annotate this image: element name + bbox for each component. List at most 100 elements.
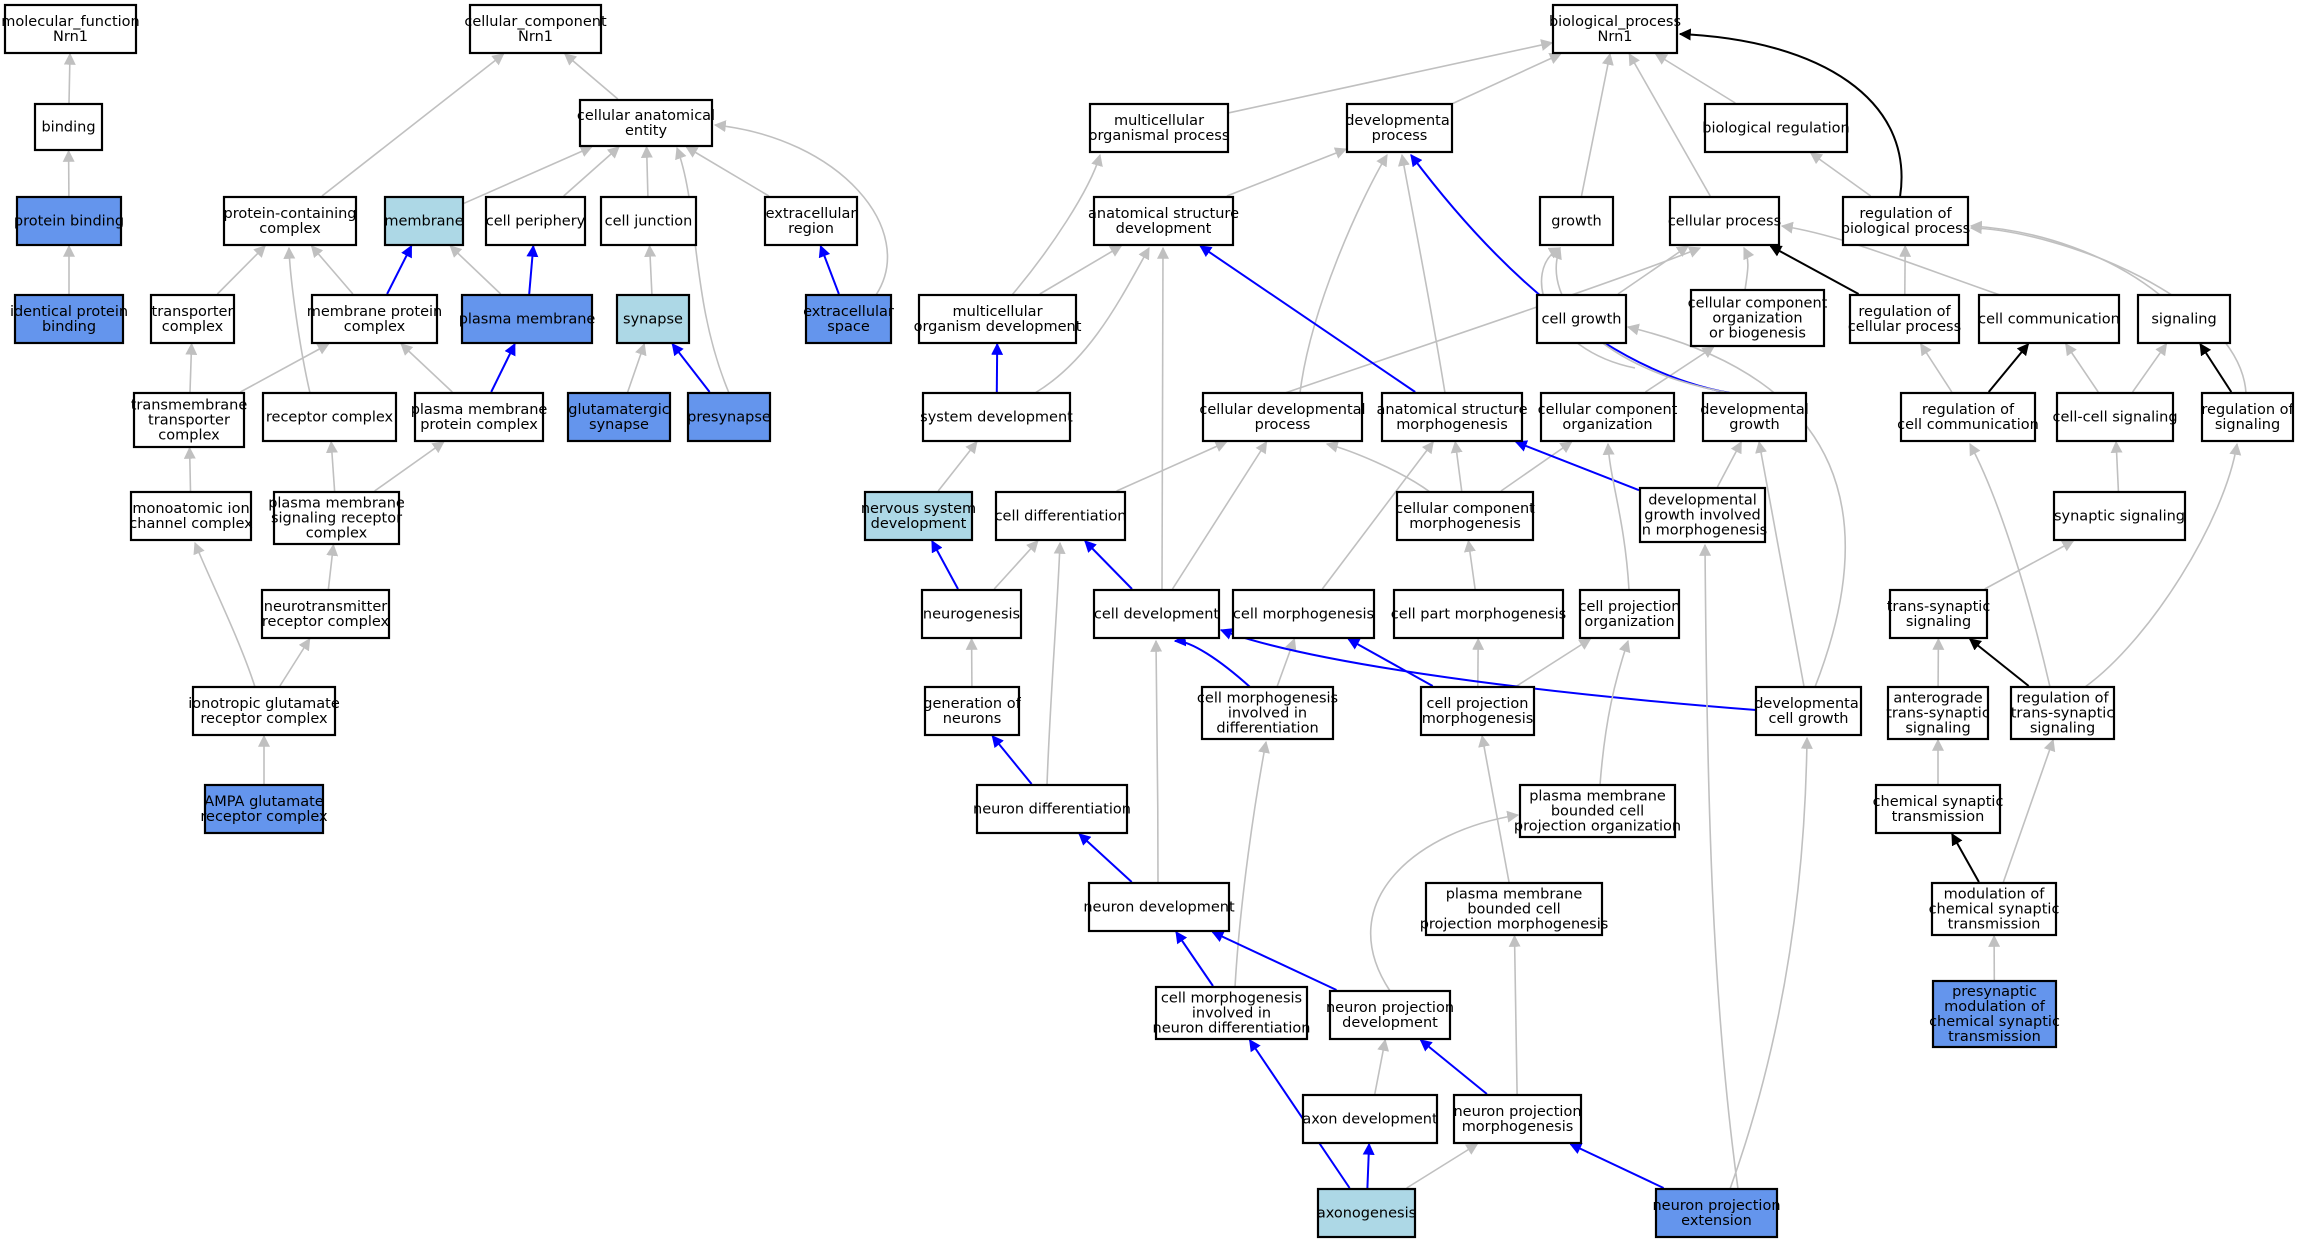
edge-cellproc-to-bp (1628, 52, 1711, 197)
go-term-node-growth[interactable]: growth (1538, 195, 1615, 247)
go-term-node-presyn[interactable]: presynapse (686, 391, 772, 443)
go-term-node-celldev[interactable]: cell development (1092, 588, 1221, 640)
edge-line (2110, 440, 2123, 492)
node-label-line: regulation of (1858, 304, 1951, 320)
go-term-node-membrane[interactable]: membrane (383, 195, 465, 247)
node-label-line: cell morphogenesis (1197, 691, 1338, 707)
go-term-node-celljunc[interactable]: cell junction (599, 195, 698, 247)
go-term-node-binding[interactable]: binding (33, 102, 104, 152)
go-term-node-synapse[interactable]: synapse (615, 293, 691, 345)
node-box (1395, 490, 1535, 542)
go-term-node-cellper[interactable]: cell periphery (484, 195, 587, 247)
node-label-line: in morphogenesis (1638, 523, 1767, 539)
go-term-node-ccsig[interactable]: cell-cell signaling (2052, 391, 2178, 443)
go-term-node-cellcomm[interactable]: cell communication (1977, 293, 2121, 345)
edge-cae-to-cc (563, 53, 619, 100)
node-label-line: plasma membrane (459, 312, 596, 328)
go-term-node-protbind[interactable]: protein binding (14, 195, 124, 247)
go-term-node-neurogen[interactable]: neurogenesis (920, 588, 1023, 640)
edge-neurogen-to-celldiff (993, 540, 1039, 590)
edge-cmind-to-cmid (1234, 740, 1270, 988)
go-term-node-neurdev[interactable]: neuron development (1083, 881, 1235, 933)
edge-membrane-to-cae (463, 145, 593, 205)
node-label-line: cell differentiation (995, 509, 1127, 525)
go-term-node-bioreg[interactable]: biological regulation (1702, 102, 1850, 154)
go-term-node-sysdev[interactable]: system development (920, 391, 1073, 443)
go-term-node-cellproc[interactable]: cellular process (1668, 195, 1781, 247)
go-term-node-cellgrowth[interactable]: cell growth (1535, 293, 1628, 345)
go-term-node-synsig[interactable]: synaptic signaling (2052, 490, 2187, 542)
edge-cellper-to-cae (563, 146, 620, 197)
go-term-node-cpm[interactable]: cell part morphogenesis (1391, 588, 1567, 640)
go-term-node-plasmamem[interactable]: plasma membrane (459, 293, 596, 345)
node-box (1301, 1093, 1439, 1145)
go-term-node-axondev[interactable]: axon development (1301, 1093, 1439, 1145)
edge-pmsigrec-to-receptorcx (325, 440, 338, 492)
go-term-node-neurdiff[interactable]: neuron differentiation (973, 783, 1131, 835)
node-label-line: signaling receptor (271, 511, 402, 527)
node-box (129, 490, 253, 542)
go-term-node-signaling[interactable]: signaling (2136, 293, 2232, 345)
node-box (1452, 1093, 1583, 1145)
go-term-node-celldiff[interactable]: cell differentiation (995, 490, 1127, 542)
go-term-node-cellmorph[interactable]: cell morphogenesis (1231, 588, 1376, 640)
edge-cpm-to-ccm (1463, 539, 1476, 590)
go-term-node-receptorcx[interactable]: receptor complex (261, 391, 398, 443)
edge-cpo-to-cco (1602, 442, 1630, 591)
node-label-line: complex (306, 526, 368, 542)
edge-line (1580, 52, 1614, 197)
go-term-node-axonogen[interactable]: axonogenesis (1317, 1187, 1416, 1239)
